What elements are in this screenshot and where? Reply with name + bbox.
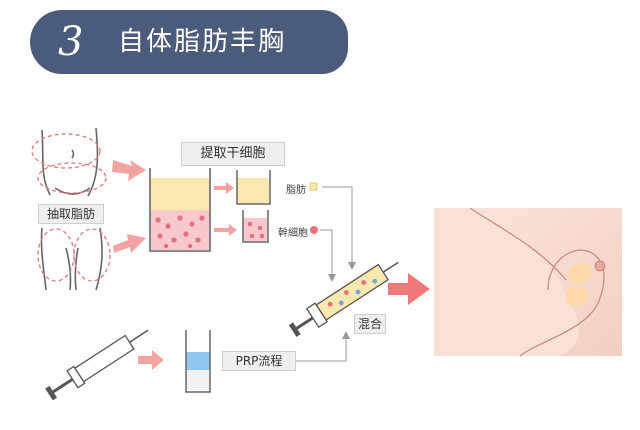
cell-tube xyxy=(242,210,269,243)
fat-label: 脂肪 xyxy=(286,185,306,196)
fat-connector xyxy=(322,186,356,270)
breast-illustration xyxy=(434,207,622,357)
abdomen-figure xyxy=(41,127,99,197)
prp-tube xyxy=(185,330,211,393)
arrow-thigh-to-beaker xyxy=(113,234,146,253)
extract-fat-label: 抽取脂肪 xyxy=(38,204,104,224)
beaker-cell-dots xyxy=(155,215,205,249)
fat-tube xyxy=(236,170,271,205)
step-header-banner xyxy=(30,10,348,74)
arrow-to-cell-tube xyxy=(214,224,237,236)
prp-syringe xyxy=(45,329,149,401)
prp-tube-plasma xyxy=(186,352,210,370)
stem-cell-marker xyxy=(310,226,318,234)
fat-tube-fill xyxy=(237,178,269,203)
prp-process-label: PRP流程 xyxy=(222,351,296,371)
extract-stem-cells-label: 提取干细胞 xyxy=(181,142,285,166)
arrow-abdomen-to-beaker xyxy=(112,160,146,181)
mixing-syringe xyxy=(288,261,399,337)
beaker-fat-layer xyxy=(151,178,209,210)
abdomen-dashed-area xyxy=(31,133,101,169)
fat-marker xyxy=(309,182,318,191)
tube-cell-dots xyxy=(247,221,265,239)
prp-connector xyxy=(294,331,350,362)
arrow-to-breast xyxy=(388,273,430,305)
arrow-to-fat-tube xyxy=(214,182,234,194)
arrow-to-prp-tube xyxy=(138,350,164,370)
step-number: 3 xyxy=(58,19,84,65)
stem-cell-label: 幹細胞 xyxy=(278,228,308,239)
mix-label: 混合 xyxy=(354,314,386,334)
prp-tube-red xyxy=(186,370,210,390)
page-title: 自体脂肪丰胸 xyxy=(118,27,287,57)
cell-connector xyxy=(320,229,336,282)
large-beaker xyxy=(149,168,211,252)
thigh-figure xyxy=(40,227,103,291)
thigh-dashed-area xyxy=(37,228,75,282)
